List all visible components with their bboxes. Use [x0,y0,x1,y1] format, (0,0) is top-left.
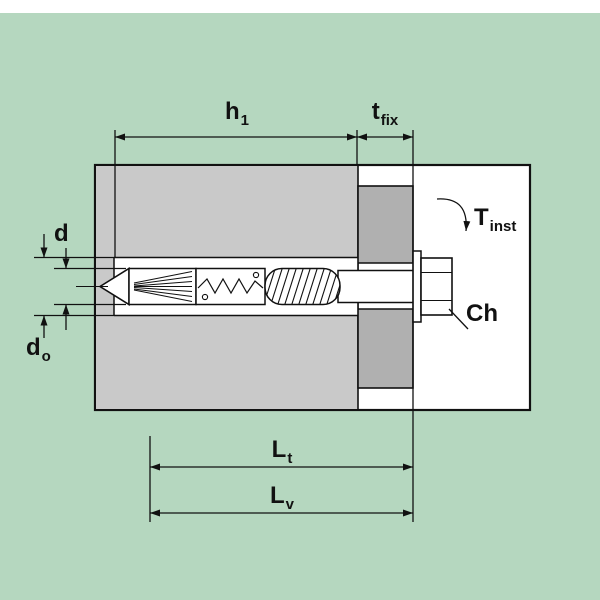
dimension-lines [34,130,471,522]
expansion-fan [133,271,193,302]
dim-label-d0: do [26,334,51,365]
dim-label-h1: h1 [224,98,249,129]
anchor-shank [337,269,416,304]
sleeve-slit [197,277,264,295]
torque-arrow [436,198,471,232]
hex-head [420,257,453,316]
dim-label-Lv: Lv [269,482,294,513]
thread-hatch [265,268,340,305]
sleeve-hole [252,271,260,279]
ch-leader-line [448,308,469,330]
sleeve-hole [201,293,209,301]
anchor-bolt [98,250,453,323]
dim-label-Lt: Lt [271,436,293,467]
label-Tinst: Tinst [474,204,517,235]
dim-label-d: d [54,220,69,247]
washer [412,250,422,323]
dim-label-tfix: tfix [371,98,399,129]
top-strip [0,0,600,13]
label-Ch: Ch [466,300,498,327]
